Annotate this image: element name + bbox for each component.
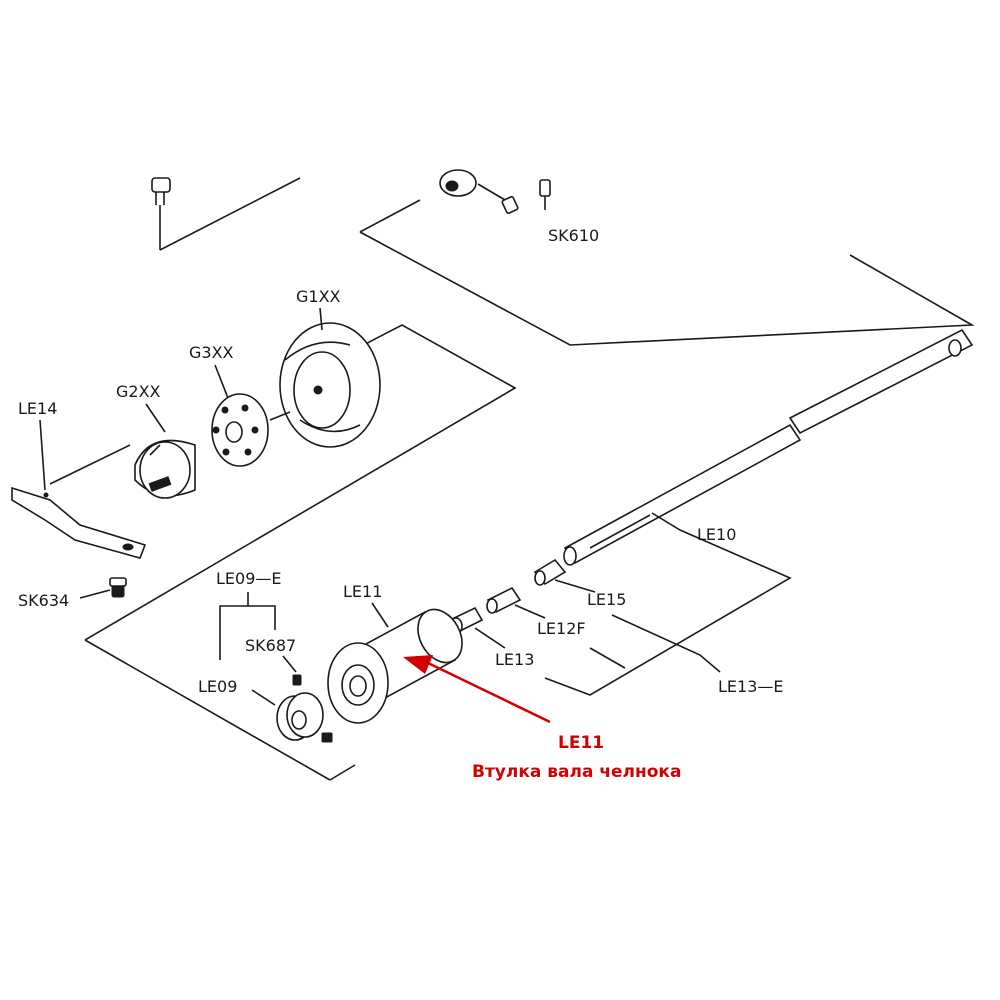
sk610-screw-icon [539, 179, 551, 210]
part-le15 [533, 558, 567, 586]
label-sk687: SK687 [245, 636, 296, 655]
label-le13e: LE13—E [718, 677, 784, 696]
label-le09: LE09 [198, 677, 237, 696]
label-le15: LE15 [587, 590, 626, 609]
bobbin-case-g2xx-icon [134, 439, 196, 499]
label-sk610: SK610 [548, 226, 599, 245]
label-g2xx: G2XX [116, 382, 161, 401]
plate-le14 [11, 486, 147, 559]
label-g3xx: G3XX [189, 343, 234, 362]
label-g1xx: G1XX [296, 287, 341, 306]
screw-icon [501, 195, 519, 215]
bushing-le11 [327, 608, 463, 724]
callout-arrow [403, 655, 551, 724]
part-le12f [486, 586, 522, 614]
bobbin-g3xx-icon [211, 393, 269, 467]
label-le13: LE13 [495, 650, 534, 669]
hook-g1xx-icon [279, 322, 381, 448]
label-le09e: LE09—E [216, 569, 282, 588]
upper-group-outline [359, 169, 975, 346]
top-left-bracket [151, 177, 301, 251]
label-le10: LE10 [697, 525, 736, 544]
callout-description: Втулка вала челнока [472, 762, 681, 782]
callout-code: LE11 [558, 733, 604, 753]
sk634-screw-icon [109, 577, 127, 598]
label-sk634: SK634 [18, 591, 69, 610]
label-le12f: LE12F [537, 619, 586, 638]
shaft-le10 [563, 328, 974, 566]
lower-group-outline [84, 324, 517, 781]
label-le11: LE11 [343, 582, 382, 601]
collar-le09 [276, 674, 333, 743]
label-le14: LE14 [18, 399, 57, 418]
